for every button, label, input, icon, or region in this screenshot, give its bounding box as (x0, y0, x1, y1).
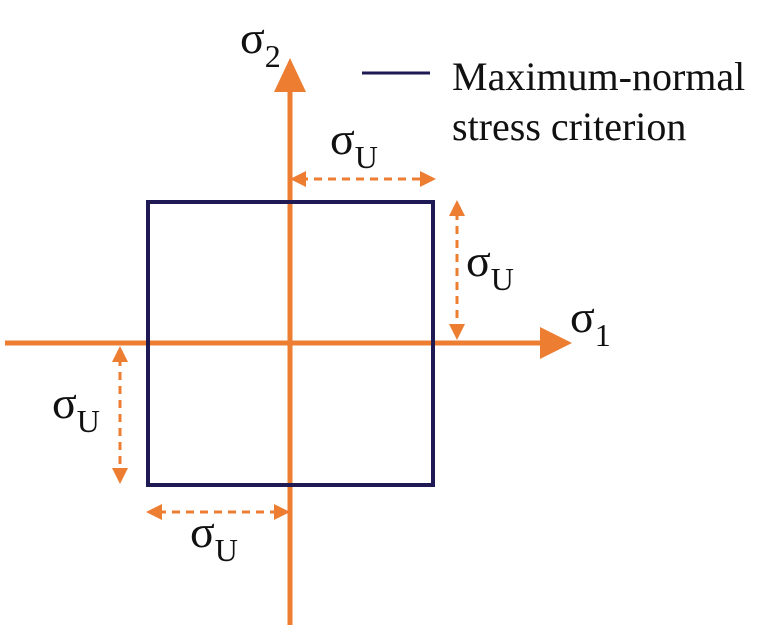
sigma2-axis-label-subscript: 2 (265, 38, 281, 74)
sigma2-axis-arrowhead (274, 58, 306, 92)
dimension-left-vertical-label: σU (52, 377, 100, 439)
dimension-bottom-left-arrowhead-right (274, 504, 290, 520)
sigma2-axis-label-symbol: σ (240, 12, 265, 63)
dimension-top-right-label-symbol: σ (330, 113, 355, 164)
sigma2-axis-label: σ2 (240, 12, 281, 74)
sigma1-axis-label-symbol: σ (570, 291, 595, 342)
dimension-bottom-left (146, 504, 290, 520)
dimension-bottom-left-label: σU (190, 506, 238, 568)
dimension-right-vertical-label-symbol: σ (466, 235, 491, 286)
sigma1-axis-label: σ1 (570, 291, 611, 353)
dimension-right-vertical-label: σU (466, 235, 514, 297)
dimension-right-vertical (449, 200, 465, 340)
dimension-right-vertical-label-subscript: U (491, 261, 514, 297)
criterion-square (146, 200, 435, 487)
dimension-left-vertical-arrowhead-top (112, 346, 128, 362)
dimension-left-vertical (112, 346, 128, 484)
dimension-top-right-label: σU (330, 113, 378, 175)
dimension-top-right-arrowhead-right (420, 171, 436, 187)
dimension-bottom-left-label-subscript: U (215, 532, 238, 568)
sigma1-axis (5, 327, 572, 359)
dimension-top-right-label-subscript: U (355, 139, 378, 175)
dimension-right-vertical-arrowhead-top (449, 200, 465, 216)
sigma1-axis-label-subscript: 1 (595, 317, 611, 353)
dimension-bottom-left-label-symbol: σ (190, 506, 215, 557)
dimension-left-vertical-label-symbol: σ (52, 377, 77, 428)
legend: Maximum-normal stress criterion (362, 54, 745, 149)
dimension-bottom-left-arrowhead-left (146, 504, 162, 520)
sigma2-axis (274, 58, 306, 625)
dimension-top-right-arrowhead-left (290, 171, 306, 187)
dimension-left-vertical-arrowhead-bottom (112, 468, 128, 484)
legend-line-1: Maximum-normal (452, 54, 745, 99)
sigma1-axis-arrowhead (540, 327, 572, 359)
dimension-left-vertical-label-subscript: U (77, 403, 100, 439)
dimension-top-right (290, 171, 436, 187)
dimension-right-vertical-arrowhead-bottom (449, 324, 465, 340)
legend-line-2: stress criterion (452, 104, 686, 149)
